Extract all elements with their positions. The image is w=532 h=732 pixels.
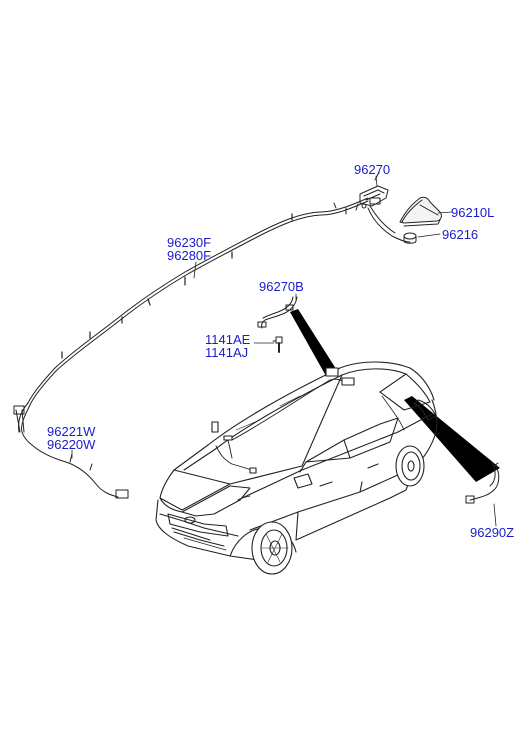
leader-stripe-roof — [290, 309, 338, 376]
label-96210L[interactable]: 96210L — [451, 205, 495, 220]
leader-stripe-rear — [404, 396, 500, 482]
label-96216[interactable]: 96216 — [442, 227, 479, 242]
label-96270[interactable]: 96270 — [354, 162, 391, 177]
label-96220W[interactable]: 96220W — [47, 437, 96, 452]
label-96230F[interactable]: 96230F — [167, 235, 212, 250]
screw — [272, 336, 283, 353]
leader-lines — [71, 175, 497, 527]
antenna-amplifier-module — [359, 171, 389, 209]
rear-antenna-cable — [465, 461, 500, 504]
label-1141AJ[interactable]: 1141AJ — [205, 345, 249, 360]
label-96290Z[interactable]: 96290Z — [470, 525, 515, 540]
label-1141AE[interactable]: 1141AE — [205, 332, 251, 347]
label-96280F[interactable]: 96280F — [167, 248, 212, 263]
label-96221W[interactable]: 96221W — [47, 424, 96, 439]
car-illustration — [155, 361, 438, 575]
shark-fin-antenna — [399, 196, 442, 227]
label-96270B[interactable]: 96270B — [259, 279, 304, 294]
antenna-nut — [403, 232, 417, 244]
sub-antenna-cable — [257, 296, 298, 329]
